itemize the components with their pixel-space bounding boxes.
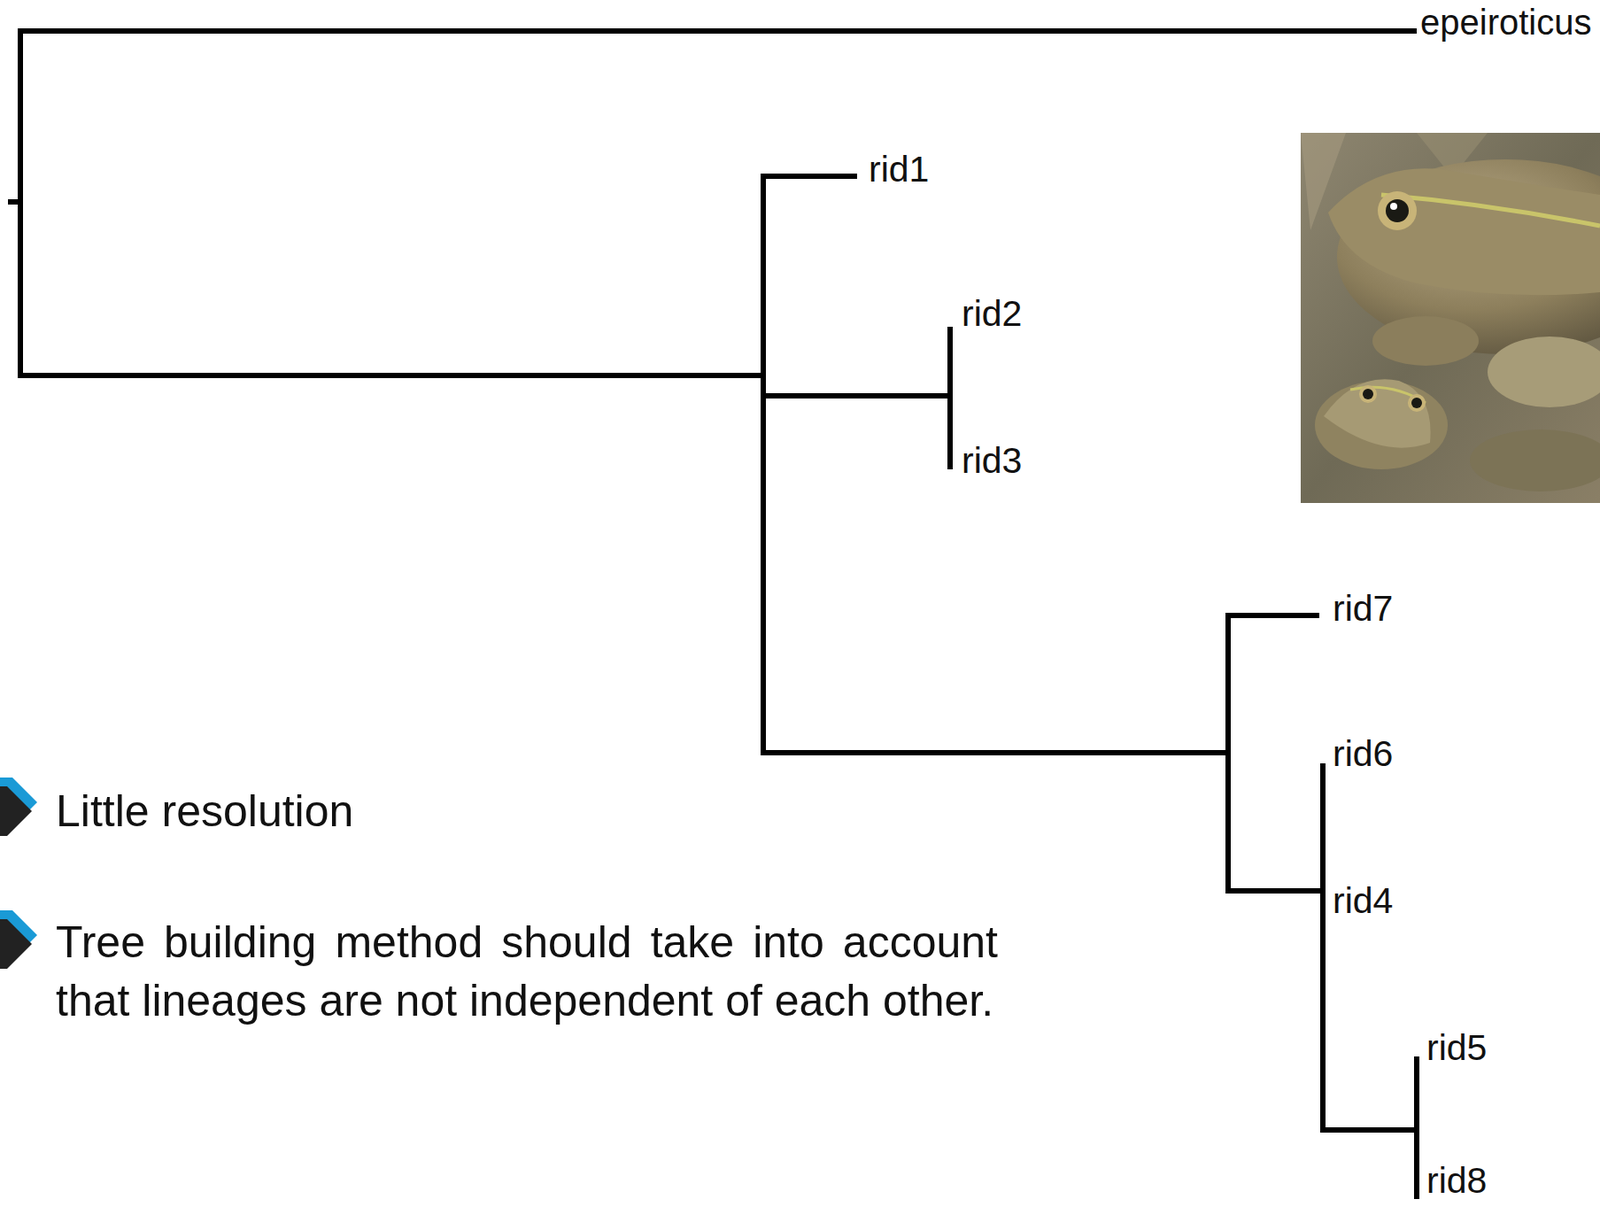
taxon-label: rid6	[1332, 732, 1393, 776]
taxon-label: rid5	[1426, 1026, 1487, 1070]
taxon-label: rid7	[1332, 587, 1393, 631]
bullet-note: Little resolution	[55, 784, 354, 838]
bullet-marker	[0, 777, 38, 836]
taxon-label: rid3	[961, 439, 1022, 483]
taxon-label: rid1	[868, 147, 929, 192]
taxon-label: rid4	[1332, 879, 1393, 923]
tree-branches	[7, 28, 1417, 1199]
bullet-marker	[0, 910, 38, 969]
taxon-label: rid8	[1426, 1159, 1487, 1203]
taxon-label: epeiroticus	[1420, 0, 1592, 44]
taxon-label: rid2	[961, 292, 1022, 336]
bullet-paragraph: Tree building method should take into ac…	[55, 912, 998, 1030]
frog-photo	[1300, 132, 1600, 503]
